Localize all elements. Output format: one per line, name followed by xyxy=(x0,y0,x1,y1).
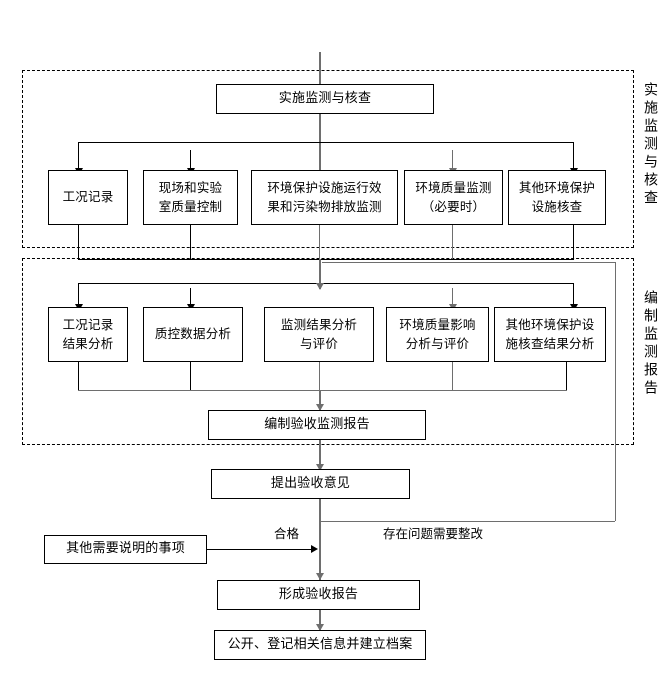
node-label: 环境保护设施运行效果和污染物排放监测 xyxy=(267,179,382,214)
node-env-quality-impact-analysis[interactable]: 环境质量影响分析与评价 xyxy=(386,307,489,362)
node-monitoring-result-analysis[interactable]: 监测结果分析与评价 xyxy=(264,307,374,362)
row2-branch-4 xyxy=(452,288,453,306)
edge-label-rework: 存在问题需要整改 xyxy=(383,526,484,541)
row1-merge-leg-1 xyxy=(78,225,79,259)
node-label: 工况记录结果分析 xyxy=(62,316,114,351)
acceptance-opinion-arrowhead-icon xyxy=(316,464,324,471)
rework-branch-vertical xyxy=(615,262,616,521)
row1-merge-leg-3 xyxy=(319,225,320,259)
node-form-report[interactable]: 形成验收报告 xyxy=(217,580,420,610)
node-compile-report[interactable]: 编制验收监测报告 xyxy=(208,410,426,440)
node-label: 质控数据分析 xyxy=(154,326,232,342)
node-publish-archive[interactable]: 公开、登记相关信息并建立档案 xyxy=(214,630,426,660)
row2-merge-leg-1 xyxy=(78,362,79,390)
row1-branch-4 xyxy=(452,150,453,170)
node-work-condition-record[interactable]: 工况记录 xyxy=(48,170,128,225)
phase2-entry-arrowhead-icon xyxy=(316,283,324,290)
node-site-lab-quality-control[interactable]: 现场和实验室质量控制 xyxy=(143,170,238,225)
rework-branch-horizontal xyxy=(319,521,615,522)
node-qc-data-analysis[interactable]: 质控数据分析 xyxy=(143,307,243,362)
header-down-connector xyxy=(319,114,321,176)
row2-merge-leg-5 xyxy=(566,362,567,390)
phase-implement-container xyxy=(22,70,634,248)
node-label: 监测结果分析与评价 xyxy=(280,316,358,351)
node-other-notes[interactable]: 其他需要说明的事项 xyxy=(44,535,207,564)
row2-fanout-bus xyxy=(78,283,573,284)
node-acceptance-opinion[interactable]: 提出验收意见 xyxy=(211,469,410,499)
row2-branch-2 xyxy=(190,288,191,306)
phase2-entry-connector xyxy=(319,259,321,289)
row2-merge-leg-4 xyxy=(452,362,453,390)
other-notes-connector xyxy=(207,549,312,550)
node-label: 环境质量影响分析与评价 xyxy=(399,316,476,351)
rework-branch-return xyxy=(322,262,615,263)
node-work-condition-analysis[interactable]: 工况记录结果分析 xyxy=(48,307,128,362)
node-label: 环境质量监测（必要时） xyxy=(415,179,492,214)
other-notes-arrowhead-icon xyxy=(311,545,318,553)
row1-merge-bus xyxy=(78,259,574,260)
row2-merge-bus xyxy=(78,390,567,391)
compile-report-connector xyxy=(319,390,321,412)
acceptance-opinion-connector xyxy=(319,440,321,472)
row1-merge-leg-2 xyxy=(190,225,191,259)
decision-stem-connector xyxy=(319,499,321,581)
row2-merge-leg-2 xyxy=(190,362,191,390)
compile-report-arrowhead-icon xyxy=(316,404,324,411)
row1-merge-leg-5 xyxy=(573,225,574,259)
phase-report-container xyxy=(22,258,634,445)
node-label: 工况记录 xyxy=(62,189,114,205)
entry-connector xyxy=(319,52,321,90)
node-other-facility-check-analysis[interactable]: 其他环境保护设施核查结果分析 xyxy=(494,307,606,362)
phase-implement-caption: 实施监测与核查 xyxy=(642,82,658,208)
node-env-facility-effect-emission[interactable]: 环境保护设施运行效果和污染物排放监测 xyxy=(251,170,398,225)
node-label: 现场和实验室质量控制 xyxy=(158,179,223,214)
form-report-arrowhead-icon xyxy=(316,573,324,580)
row1-branch-left xyxy=(78,142,79,170)
row2-branch-left xyxy=(78,283,79,306)
row1-branch-right xyxy=(573,142,574,170)
publish-archive-connector xyxy=(319,610,321,632)
node-implement-header[interactable]: 实施监测与核查 xyxy=(216,84,434,114)
publish-archive-arrowhead-icon xyxy=(316,624,324,631)
node-other-env-facility-check[interactable]: 其他环境保护设施核查 xyxy=(508,170,606,225)
row1-fanout-bus xyxy=(78,142,573,143)
row2-branch-right xyxy=(573,283,574,306)
row2-merge-leg-3 xyxy=(319,362,320,390)
node-label: 其他环境保护设施核查结果分析 xyxy=(505,316,595,351)
phase-report-caption: 编制监测报告 xyxy=(642,290,658,398)
edge-label-pass: 合格 xyxy=(274,526,300,541)
row1-branch-2 xyxy=(190,150,191,170)
node-env-quality-monitoring[interactable]: 环境质量监测（必要时） xyxy=(404,170,503,225)
node-label: 其他环境保护设施核查 xyxy=(518,179,596,214)
row1-merge-leg-4 xyxy=(452,225,453,259)
